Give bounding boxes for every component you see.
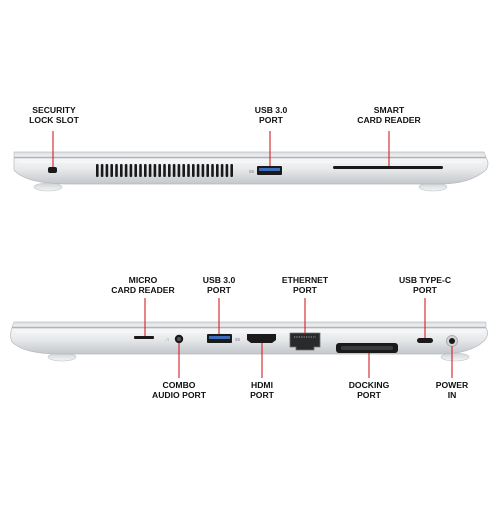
label-line: USB TYPE-C (398, 275, 452, 285)
docking-port-inner (341, 346, 393, 350)
vent-slot (148, 164, 152, 177)
vent-slot (172, 164, 176, 177)
vent-slot (144, 164, 147, 177)
vent-slot (187, 164, 190, 177)
vent-slot (216, 164, 219, 177)
label-line: PORT (250, 390, 274, 400)
label-combo-audio-port: COMBO AUDIO PORT (152, 380, 206, 400)
vent-slot (110, 164, 113, 177)
laptop-side-two: ∩ ss (10, 298, 488, 378)
label-line: POWER (435, 380, 469, 390)
vent-slot (177, 164, 181, 177)
label-ethernet-port: ETHERNET PORT (282, 275, 328, 295)
label-line: SMART (373, 105, 405, 115)
smart-card-slot (333, 166, 443, 169)
label-line: CARD READER (111, 285, 175, 295)
vent-slot (182, 164, 185, 177)
vent-slot (196, 164, 200, 177)
label-line: PORT (357, 390, 381, 400)
label-docking-port: DOCKING PORT (349, 380, 390, 400)
label-line: USB 3.0 (202, 275, 236, 285)
label-smart-card-reader: SMART CARD READER (357, 105, 421, 125)
vent-slot (115, 164, 118, 177)
security-lock-slot (48, 167, 57, 173)
label-power-in: POWER IN (436, 380, 468, 400)
hdmi-port (247, 334, 276, 343)
vent-slot (105, 164, 109, 177)
rubber-foot (33, 182, 63, 192)
vent-slot (129, 164, 133, 177)
usb-port-tongue (209, 336, 230, 339)
laptop-base (13, 157, 489, 185)
vent-slot (96, 164, 99, 177)
label-usb-3-0-port: USB 3.0 PORT (255, 105, 287, 125)
vent-slot (168, 164, 171, 177)
label-line: HDMI (251, 380, 273, 390)
label-line: PORT (293, 285, 317, 295)
label-line: DOCKING (348, 380, 390, 390)
vent-slot (230, 164, 233, 177)
label-line: CARD READER (357, 115, 421, 125)
vent-slot (124, 164, 128, 177)
label-line: LOCK SLOT (29, 115, 79, 125)
vent-slot (206, 164, 209, 177)
label-line: PORT (413, 285, 437, 295)
label-hdmi-port: HDMI PORT (250, 380, 274, 400)
laptop-lid (11, 321, 487, 328)
vent-grille (96, 164, 233, 177)
label-line: IN (447, 390, 457, 400)
vent-slot (163, 164, 166, 177)
vent-slot (158, 164, 161, 177)
label-line: ETHERNET (281, 275, 329, 285)
audio-jack-ring (177, 337, 181, 341)
label-micro-card-reader: MICRO CARD READER (111, 275, 175, 295)
vent-slot (201, 164, 205, 177)
vent-slot (100, 164, 104, 177)
label-usb-3-0-port-two: USB 3.0 PORT (203, 275, 235, 295)
usb-port-tongue (259, 168, 280, 171)
vent-slot (120, 164, 123, 177)
micro-card-slot (134, 336, 154, 339)
label-security-lock-slot: SECURITY LOCK SLOT (29, 105, 79, 125)
label-usb-type-c-port: USB TYPE-C PORT (399, 275, 451, 295)
label-line: PORT (259, 115, 283, 125)
headset-symbol: ∩ (166, 337, 170, 343)
vent-slot (139, 164, 142, 177)
usb-ss-symbol: ss (249, 169, 255, 175)
vent-slot (225, 164, 229, 177)
label-line: MICRO (128, 275, 158, 285)
label-line: USB 3.0 (254, 105, 288, 115)
laptop-side-one: ss (13, 131, 489, 192)
usb-ss-symbol: ss (235, 337, 241, 343)
vent-slot (134, 164, 137, 177)
vent-slot (211, 164, 214, 177)
vent-slot (220, 164, 224, 177)
vent-slot (153, 164, 157, 177)
power-in-pin (449, 338, 455, 344)
label-line: AUDIO PORT (152, 390, 206, 400)
label-line: PORT (207, 285, 231, 295)
vent-slot (192, 164, 195, 177)
laptop-lid (13, 151, 487, 158)
label-line: COMBO (162, 380, 196, 390)
label-line: SECURITY (32, 105, 76, 115)
usb-type-c-port (417, 338, 433, 343)
